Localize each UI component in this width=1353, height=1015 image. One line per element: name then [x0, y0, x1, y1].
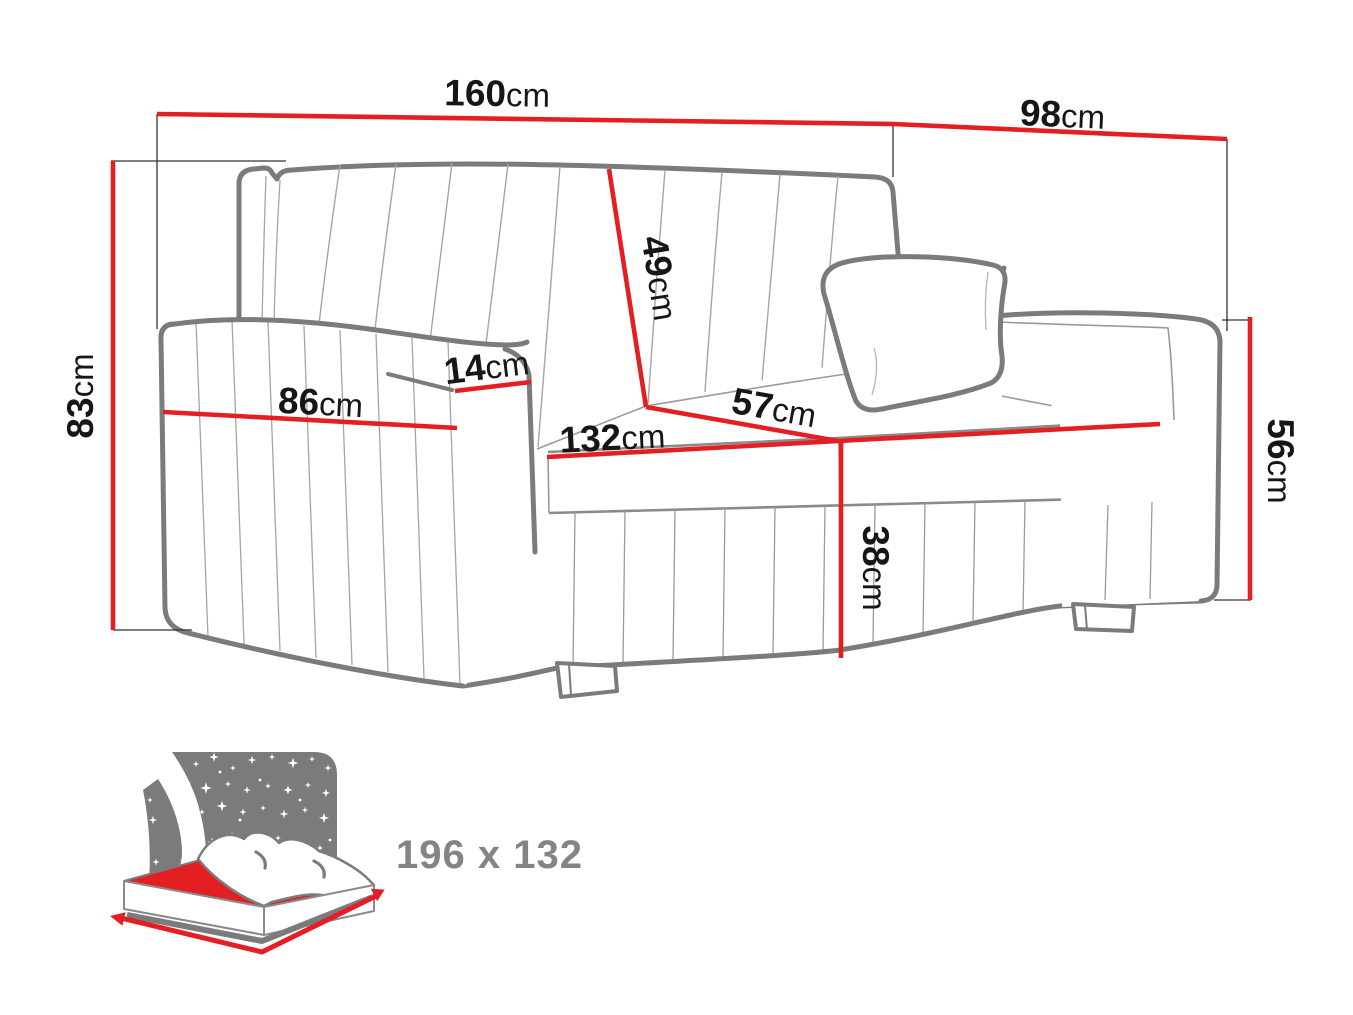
dim-label-armrest-height: 56cm: [1260, 418, 1301, 503]
dim-line-armrest-top-width: [454, 379, 532, 394]
dim-label-armrest-length: 86cm: [277, 380, 364, 425]
sofa-right-armrest: [993, 265, 1223, 607]
sofa-pillow: [820, 254, 1008, 413]
dim-label-armrest-top-width: 14cm: [442, 341, 532, 392]
bed-frame-edge: [126, 894, 375, 944]
dim-label-overall-depth: 98cm: [1019, 92, 1106, 137]
left-armrest-seams: [195, 318, 461, 686]
dim-label-seat-depth: 57cm: [729, 380, 820, 435]
base-seams: [572, 500, 1026, 668]
dim-label-overall-width: 160cm: [444, 72, 550, 114]
dim-label-seat-width: 132cm: [558, 414, 666, 460]
sofa-left-armrest: [158, 317, 538, 689]
dim-label-overall-height: 83cm: [60, 353, 101, 438]
dim-line-overall-width-depth: [156, 111, 1228, 142]
stars: [144, 752, 332, 887]
construction-lines: [111, 114, 1251, 631]
dimension-lines: [110, 111, 1253, 658]
sofa-drawing: [158, 161, 1223, 699]
mattress-side-right: [263, 884, 375, 936]
bed-dimension-arrows: [110, 888, 385, 955]
dim-line-backrest-height: [606, 168, 649, 408]
dim-label-backrest-height: 49cm: [633, 233, 687, 324]
sleeping-area-label: 196 x 132: [396, 833, 583, 877]
dim-label-seat-height: 38cm: [855, 525, 896, 610]
dim-line-seat-depth: [645, 404, 839, 444]
dim-line-seat-width: [546, 421, 1161, 460]
dimension-labels: 160cm 98cm 83cm 49cm 14cm 86cm 132cm 57c…: [60, 72, 1301, 610]
bed: [123, 831, 376, 944]
bed-size-icon: 196 x 132: [110, 752, 583, 955]
dim-line-armrest-length: [162, 409, 458, 431]
sofa-feet: [555, 602, 1136, 699]
